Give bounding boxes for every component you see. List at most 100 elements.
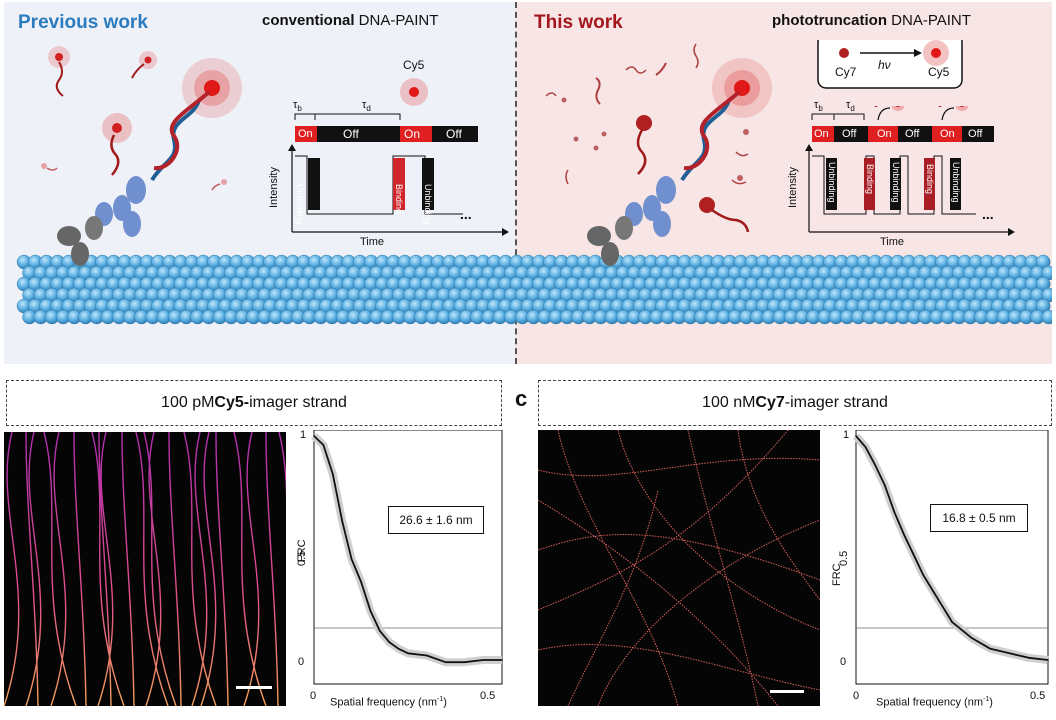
frc-ylabel-left: FRC (296, 539, 308, 562)
frc-resolution-right: 16.8 ± 0.5 nm (930, 504, 1028, 532)
off-label-r1: Off (842, 128, 857, 140)
right-timing-diagram (805, 106, 1015, 236)
on-label-r3: On (940, 128, 955, 140)
ellipsis-left: ... (460, 206, 472, 222)
antibody (57, 176, 146, 266)
photon-label: hν (878, 58, 891, 72)
fiber (4, 432, 20, 706)
tau-d-right: τd (846, 99, 855, 114)
frc-point (350, 558, 353, 560)
tau-d-left: τd (362, 99, 371, 114)
frc-point (388, 641, 390, 643)
ellipsis-right: ... (982, 206, 994, 222)
frc-point (341, 520, 343, 522)
time-label-left: Time (360, 236, 385, 248)
phototruncation-title: phototruncation DNA-PAINT (772, 12, 971, 29)
frc-curve (855, 435, 1049, 661)
frc-point (912, 553, 915, 556)
unbinding-label-2: Unbinding (423, 184, 433, 225)
fiber (687, 430, 759, 706)
frc-ylabel-right: FRC (831, 563, 843, 586)
frc-point (970, 636, 972, 639)
fiber (538, 534, 820, 581)
frc-point (1028, 656, 1030, 659)
left-dna-schematic (41, 46, 428, 266)
y-tick-0-left: 0 (298, 656, 305, 668)
frc-curve (313, 435, 502, 664)
frc-point (332, 473, 334, 475)
fiber (97, 432, 114, 706)
off-label-1: Off (343, 127, 359, 141)
intensity-label-right: Intensity (787, 167, 799, 208)
fiber (215, 432, 229, 706)
on-label-r1: On (814, 128, 829, 140)
scale-bar-right (770, 690, 804, 693)
off-label-r2: Off (905, 128, 920, 140)
frc-point (1047, 659, 1049, 661)
cy5-super-resolution-image (4, 432, 286, 706)
truncated-imagers (545, 43, 749, 185)
left-timing-diagram (288, 113, 509, 236)
frc-point (322, 444, 325, 446)
fiber (91, 432, 125, 706)
fiber (143, 432, 177, 706)
tau-b-left: τb (293, 99, 302, 114)
fiber (278, 432, 286, 500)
y-tick-0-right: 0 (840, 656, 847, 668)
cy7-label: Cy7 (835, 65, 857, 79)
frc-chart-right (852, 430, 1049, 685)
frc-point (369, 609, 372, 612)
fiber (145, 432, 162, 706)
x-tick-0-right: 0 (853, 690, 860, 702)
frc-point (444, 661, 447, 664)
off-label-r3: Off (968, 128, 983, 140)
panel-divider (515, 2, 517, 364)
fiber (191, 432, 208, 706)
frc-point (893, 511, 896, 513)
frc-point (407, 652, 409, 655)
docking-strand-helix (150, 58, 242, 182)
fiber (168, 432, 182, 706)
fiber (243, 432, 260, 706)
frc-point (941, 605, 944, 608)
fiber (121, 432, 135, 706)
docking-strand-helix-right (680, 58, 772, 182)
microtubule-illustration (16, 254, 1052, 325)
fiber (135, 432, 169, 706)
this-work-title: This work (534, 12, 623, 33)
x-tick-0-left: 0 (310, 690, 317, 702)
frc-point (397, 648, 400, 650)
tau-b-right: τb (814, 99, 823, 114)
previous-work-title: Previous work (18, 12, 148, 33)
frc-point (932, 589, 934, 592)
fiber (25, 432, 42, 706)
fiber (265, 432, 279, 706)
cy5-label-right: Cy5 (928, 65, 950, 79)
frc-point (360, 580, 362, 583)
frc-point (922, 574, 924, 576)
fiber (597, 519, 820, 706)
cy5-label: Cy5 (403, 58, 425, 72)
time-label-right: Time (880, 236, 905, 248)
frc-point (426, 654, 428, 657)
intensity-label-left: Intensity (268, 167, 280, 208)
unbinding-label-r1: Unbinding (827, 162, 837, 203)
frc-frame (855, 430, 1049, 685)
fiber (538, 457, 820, 477)
y-tick-1-left: 1 (300, 429, 307, 441)
fiber (538, 430, 789, 611)
cy7-super-resolution-image (538, 430, 820, 706)
cy5-legend (400, 78, 428, 106)
frc-point (463, 661, 466, 664)
cy5-imager-header: 100 pM Cy5-imager strand (6, 380, 502, 426)
binding-label-r2: Binding (925, 164, 935, 195)
cy7-imager-header: 100 nM Cy7-imager strand (538, 380, 1052, 426)
frc-point (864, 446, 867, 448)
frc-point (379, 630, 381, 632)
fiber (567, 489, 659, 706)
on-label-1: On (298, 128, 313, 140)
fiber (73, 432, 87, 706)
conventional-title: conventional DNA-PAINT (262, 12, 439, 29)
frc-resolution-left: 26.6 ± 1.6 nm (388, 506, 484, 534)
right-dna-schematic (545, 40, 963, 266)
